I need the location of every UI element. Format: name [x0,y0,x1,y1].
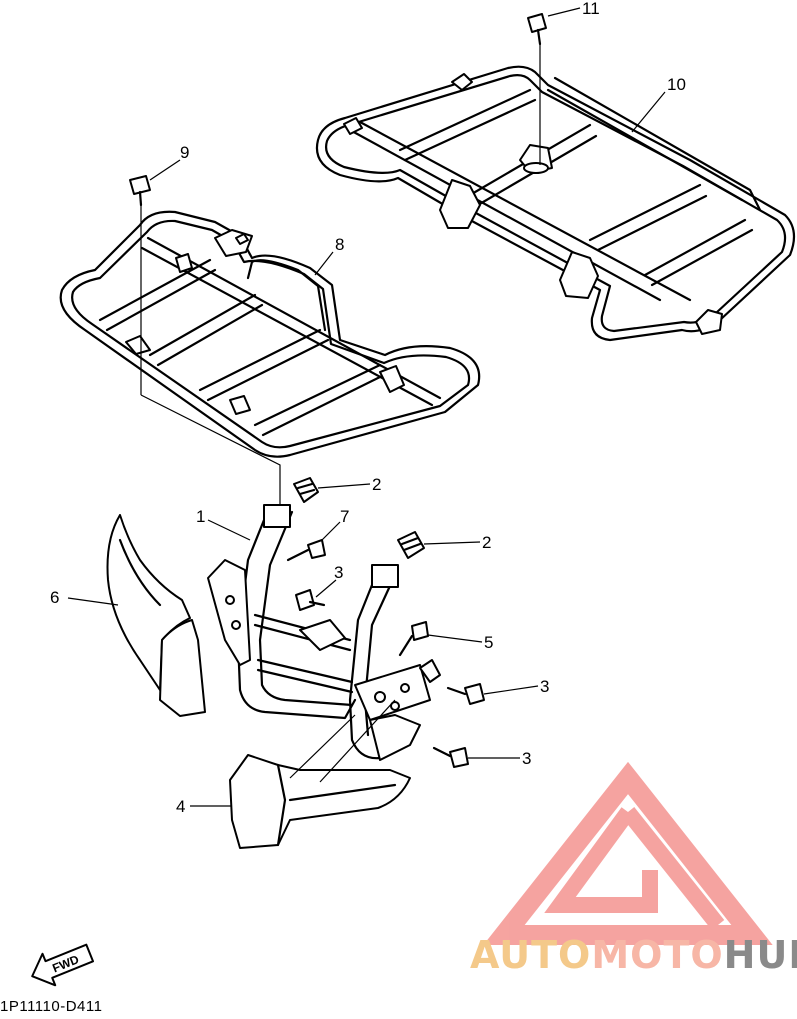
leader-lines [67,7,666,807]
screw-part-7 [286,539,326,562]
svg-text:AUTOMOTOHUB: AUTOMOTOHUB [470,933,797,977]
callout-5: 5 [484,633,493,652]
bolt-part-9 [129,175,151,207]
callout-3-b: 3 [540,677,549,696]
side-panel-left [106,514,206,717]
bolt-part-11 [527,13,547,46]
front-carrier [59,210,481,458]
callout-3-a: 3 [334,563,343,582]
callout-2-lower: 2 [482,533,491,552]
watermark-text-hub: HUB [724,933,797,977]
callout-9: 9 [180,143,189,162]
callout-3-c: 3 [522,749,531,768]
callout-1: 1 [196,507,205,526]
callout-4: 4 [176,797,185,816]
watermark-triangle-icon [483,761,773,945]
watermark-logo: AUTOMOTOHUB [470,761,797,977]
callouts: 11 10 9 8 2 2 1 7 3 6 5 3 3 4 [50,0,686,816]
drawing-code: 1P11110-D411 [0,998,103,1015]
front-guard [207,504,441,761]
callout-7: 7 [340,507,349,526]
callout-10: 10 [667,75,686,94]
bolt-part-3-b [446,683,485,705]
callout-2-upper: 2 [372,475,381,494]
watermark-text-auto: AUTO [470,933,591,977]
screw-part-5 [398,621,429,657]
grommet-upper [293,477,319,503]
grommet-lower [397,531,425,559]
bolt-part-3-c [432,746,469,768]
fwd-arrow-icon: FWD [31,943,95,987]
callout-6: 6 [50,588,59,607]
callout-11: 11 [582,0,600,18]
watermark-text-moto: MOTO [591,933,723,977]
lower-panel [229,754,411,849]
callout-8: 8 [335,235,344,254]
bolt-part-3-a [295,589,326,611]
rear-carrier [315,65,796,342]
